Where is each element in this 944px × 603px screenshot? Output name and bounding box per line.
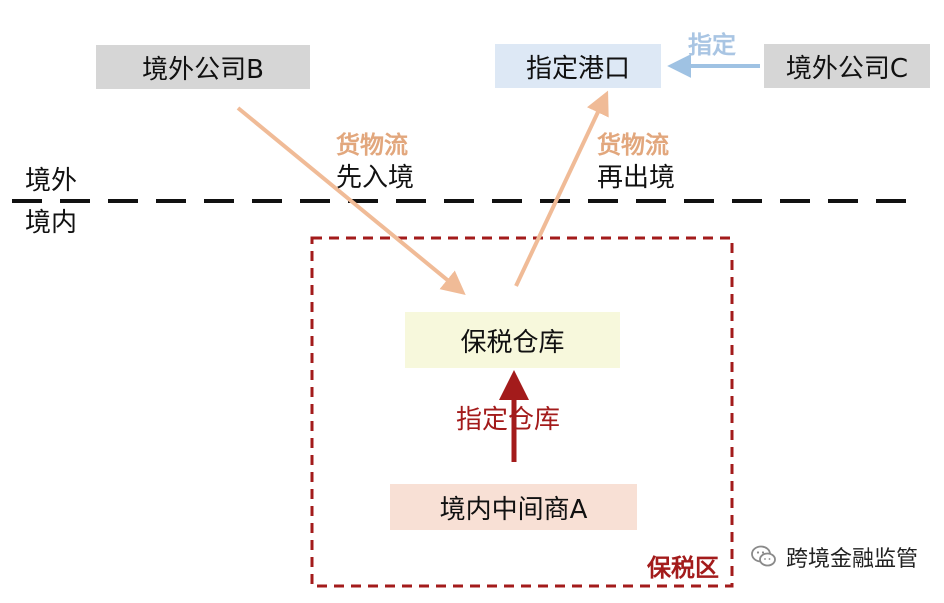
- designated-port-box: 指定港口: [495, 44, 661, 88]
- goods-flow-label-in: 货物流: [336, 131, 408, 159]
- overseas-company-c-box: 境外公司C: [764, 44, 930, 88]
- designate-label: 指定: [688, 31, 736, 59]
- bonded-zone-label: 保税区: [647, 554, 719, 582]
- domestic-intermediary-a-box: 境内中间商A: [390, 484, 637, 530]
- enter-first-label: 先入境: [336, 163, 415, 193]
- exit-again-label: 再出境: [597, 163, 676, 193]
- bonded-zone-boundary: [310, 236, 734, 588]
- region-label-outside: 境外: [25, 166, 78, 196]
- arrow-warehouse-to-port: [514, 90, 609, 287]
- region-label-inside: 境内: [25, 208, 78, 238]
- arrow-b-to-warehouse: [236, 106, 466, 296]
- bonded-warehouse-box: 保税仓库: [405, 312, 620, 368]
- overseas-company-b-box: 境外公司B: [96, 45, 310, 89]
- watermark-text: 跨境金融监管: [785, 547, 918, 572]
- watermark: 跨境金融监管: [750, 541, 918, 573]
- wechat-icon: [750, 543, 778, 571]
- designate-warehouse-label: 指定仓库: [456, 405, 561, 435]
- goods-flow-label-out: 货物流: [597, 131, 669, 159]
